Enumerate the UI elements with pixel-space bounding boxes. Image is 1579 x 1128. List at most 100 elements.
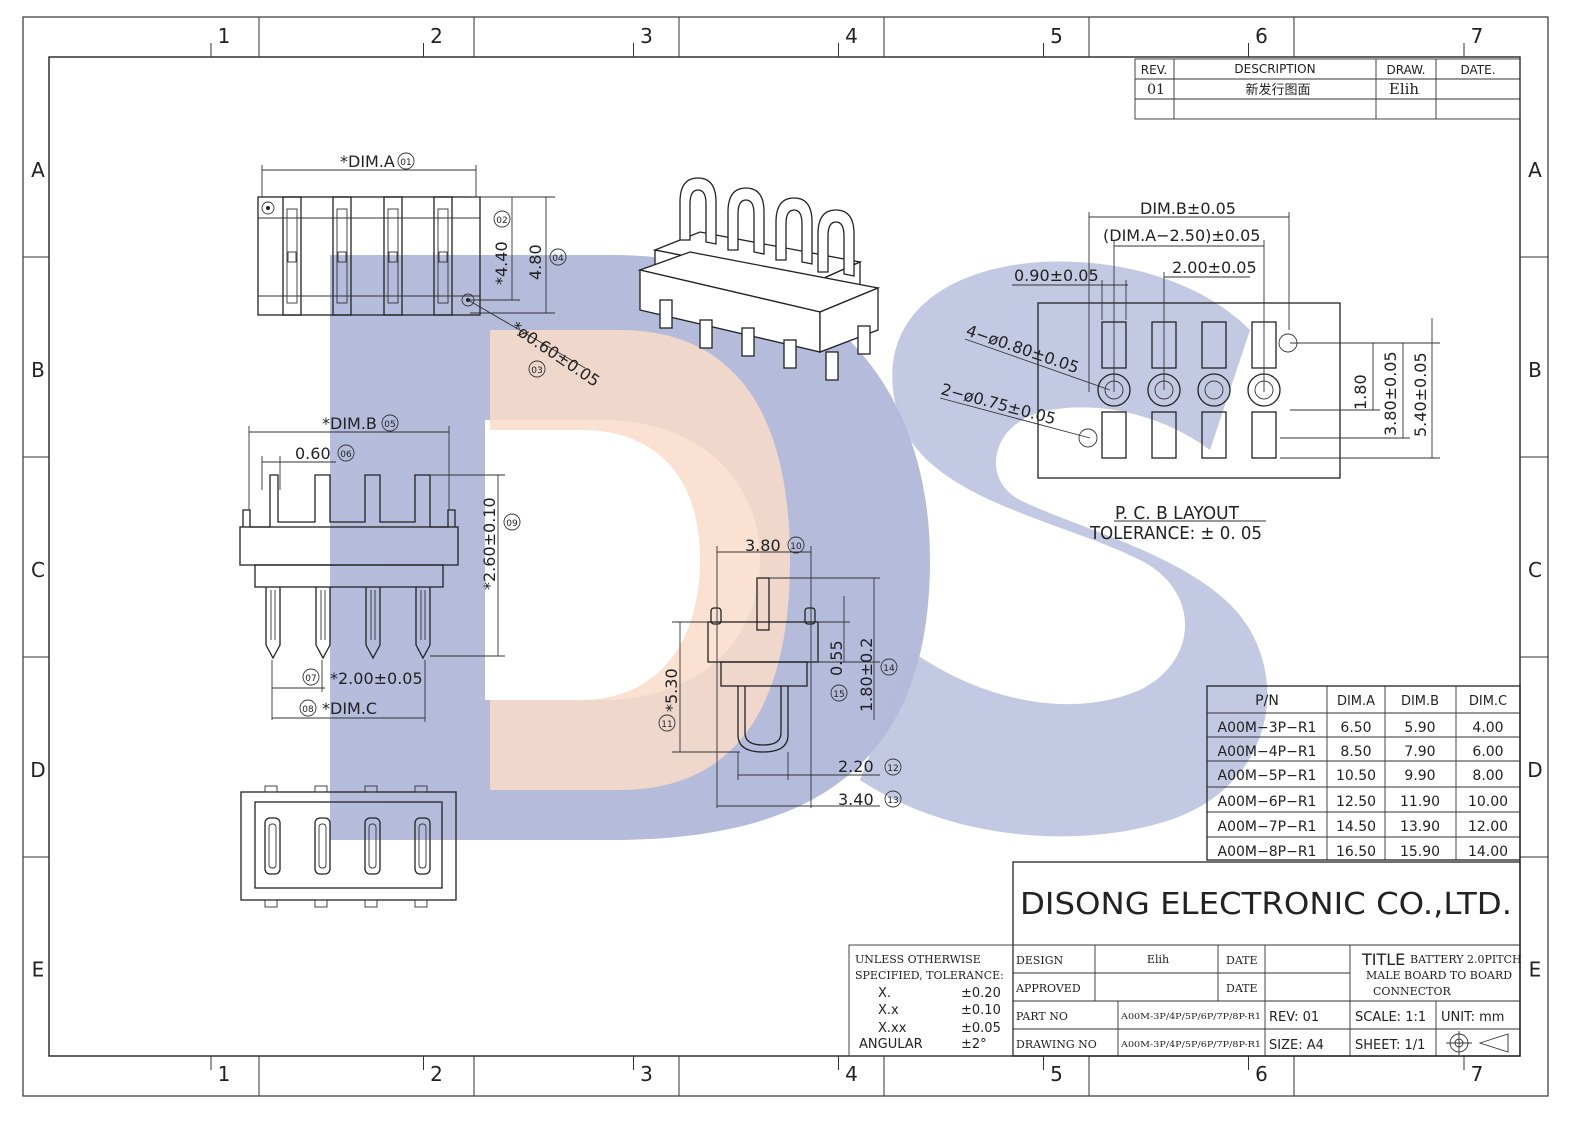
height-4-80: 4.80 [526, 244, 545, 280]
iso-view [637, 177, 881, 381]
zone-col-top: 7 [1471, 24, 1484, 48]
zone-row-right: E [1529, 958, 1542, 982]
bottom-slot [264, 817, 281, 875]
dim-a-bubble: 01 [400, 158, 411, 168]
side-height-5-30-bubble: 11 [661, 720, 672, 730]
side-width-3-40-bubble: 13 [887, 796, 898, 806]
tol-value: ±2° [961, 1037, 987, 1052]
description-value: 新发行图面 [1245, 82, 1310, 98]
pcb-pad-bottom [1201, 411, 1227, 459]
zone-col-bottom: 6 [1255, 1062, 1268, 1086]
sheet-field: SHEET: 1/1 [1355, 1038, 1425, 1053]
pcb-hole [1197, 373, 1231, 407]
tol-key: X.xx [878, 1021, 907, 1036]
side-width-2-20-bubble: 12 [887, 764, 898, 774]
scale-field: SCALE: 1:1 [1355, 1010, 1426, 1025]
title-block: DISONG ELECTRONIC CO.,LTD. UNLESS OTHERW… [848, 861, 1522, 1057]
pitch-bubble: 07 [305, 674, 316, 684]
front-height-label: *2.60±0.10 [480, 497, 499, 590]
zone-row-left: C [31, 558, 45, 582]
dim-cell: 6.00 [1472, 744, 1503, 760]
zone-ticks [23, 17, 1548, 1096]
pcb-pad-top [1201, 321, 1227, 369]
side-width-3-80: 3.80 [745, 536, 781, 555]
side-width-3-80-bubble: 10 [790, 542, 802, 552]
pn-header: P/N [1255, 693, 1279, 709]
date-label-1: DATE [1226, 954, 1258, 967]
dim-b-bubble: 05 [384, 420, 395, 430]
tol-key: X.x [878, 1003, 899, 1018]
zone-row-left: A [31, 158, 45, 182]
pn-cell: A00M−8P−R1 [1218, 844, 1317, 860]
bottom-slot [414, 817, 431, 875]
zone-col-top: 3 [640, 24, 653, 48]
zone-col-bottom: 4 [845, 1062, 858, 1086]
design-label: DESIGN [1016, 954, 1064, 967]
watermark-d [330, 255, 930, 840]
watermark-accent [490, 330, 790, 790]
top-pin [332, 196, 352, 316]
dim-c-header: DIM.C [1469, 694, 1507, 709]
title-line-3: CONNECTOR [1373, 985, 1451, 998]
pcb-pad-bottom [1151, 411, 1177, 459]
dim-b-label: *DIM.B [322, 414, 377, 433]
zone-col-bottom: 2 [430, 1062, 443, 1086]
zone-row-right: D [1527, 758, 1542, 782]
side-height-0-55-bubble: 15 [833, 690, 844, 700]
draw-value: Elih [1389, 80, 1420, 98]
height-4-40: *4.40 [492, 241, 511, 285]
dim-c-label: *DIM.C [322, 699, 377, 718]
iso-pin-leg [783, 339, 797, 369]
tol-line-1: UNLESS OTHERWISE [855, 953, 981, 966]
dim-cell: 5.90 [1404, 720, 1435, 736]
dim-cell: 10.00 [1468, 794, 1508, 810]
side-width-3-40: 3.40 [838, 790, 874, 809]
title-line-2: MALE BOARD TO BOARD [1366, 969, 1512, 982]
pcb-dim-b: DIM.B±0.05 [1140, 199, 1236, 218]
dim-a-header: DIM.A [1337, 694, 1375, 709]
tol-value: ±0.20 [961, 986, 1001, 1001]
rev-value: 01 [1147, 82, 1165, 98]
bottom-view [240, 785, 457, 908]
hole-bubble: 03 [531, 366, 542, 376]
front-pin [415, 587, 431, 660]
zone-row-right: B [1528, 358, 1542, 382]
pn-cell: A00M−3P−R1 [1218, 720, 1317, 736]
inner-border [48, 56, 1521, 1057]
dim-cell: 14.00 [1468, 844, 1508, 860]
dim-cell: 7.90 [1404, 744, 1435, 760]
zone-col-bottom: 7 [1471, 1062, 1484, 1086]
dim-cell: 12.50 [1336, 794, 1376, 810]
pcb-pad-bottom [1101, 411, 1127, 459]
tol-key: ANGULAR [859, 1037, 923, 1052]
drawno-label: DRAWING NO [1016, 1038, 1097, 1051]
design-value: Elih [1147, 953, 1169, 966]
dim-cell: 15.90 [1400, 844, 1440, 860]
dim-cell: 9.90 [1404, 768, 1435, 784]
zone-col-top: 1 [218, 24, 231, 48]
front-view: *DIM.B 05 0.60 06 *2.60±0.10 09 07 *2.00… [239, 414, 521, 722]
drawno-value: A00M-3P/4P/5P/6P/7P/8P-R1 [1120, 1040, 1261, 1049]
zone-col-top: 5 [1050, 24, 1063, 48]
pn-cell: A00M−4P−R1 [1218, 744, 1317, 760]
tol-value: ±0.10 [961, 1003, 1001, 1018]
front-height-bubble: 09 [506, 519, 518, 529]
watermark-s [860, 261, 1268, 837]
dim-b-header: DIM.B [1401, 694, 1439, 709]
pin-width-label: 0.60 [295, 444, 331, 463]
zone-col-bottom: 3 [640, 1062, 653, 1086]
zone-col-top: 6 [1255, 24, 1268, 48]
dim-cell: 13.90 [1400, 819, 1440, 835]
zone-col-top: 2 [430, 24, 443, 48]
pcb-tolerance: TOLERANCE: ± 0. 05 [1089, 523, 1262, 544]
front-pin [315, 587, 331, 660]
zone-row-right: A [1528, 158, 1542, 182]
pn-cell: A00M−5P−R1 [1218, 768, 1317, 784]
date-label-2: DATE [1226, 982, 1258, 995]
zone-col-bottom: 5 [1050, 1062, 1063, 1086]
side-height-5-30: *5.30 [662, 668, 681, 712]
zone-row-left: B [31, 358, 45, 382]
iso-pin-loop [727, 187, 765, 255]
